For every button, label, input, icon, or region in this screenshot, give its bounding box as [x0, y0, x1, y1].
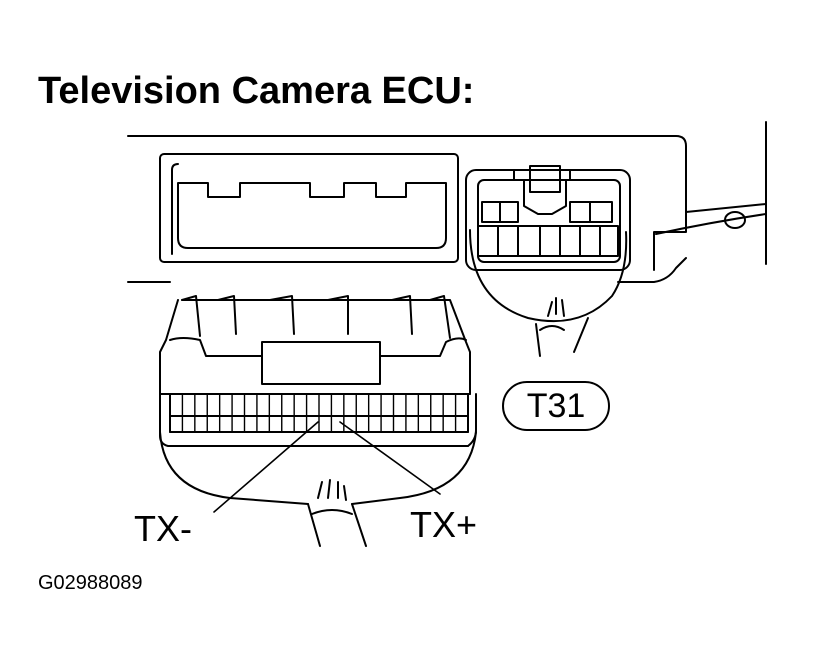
ecu-socket-left: [159, 153, 459, 263]
plug-wire-harness: [159, 431, 477, 547]
plug-pin-grid: [181, 394, 457, 432]
pin-label-tx-plus: TX+: [410, 504, 478, 545]
ecu-housing: [127, 121, 767, 283]
pin-label-tx-minus: TX-: [134, 508, 192, 549]
ecu-socket-t31: [465, 165, 631, 271]
pin-leader-lines: [213, 421, 441, 513]
t31-wire-harness: [469, 229, 628, 357]
connector-id-badge: T31: [502, 381, 610, 431]
diagram-title: Television Camera ECU:: [38, 70, 475, 112]
figure-code: G02988089: [38, 572, 143, 594]
